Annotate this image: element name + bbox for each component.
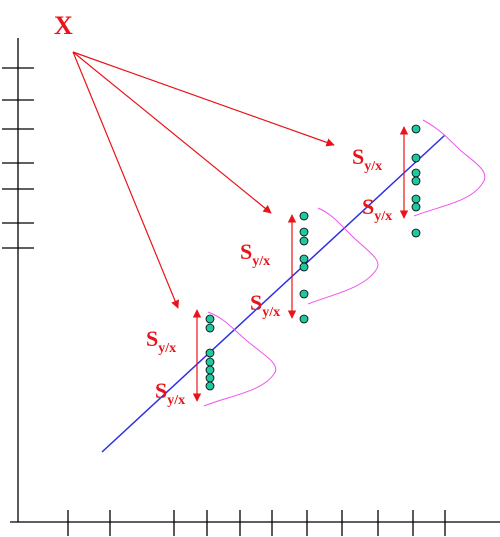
data-point (205, 314, 215, 324)
s-label: Sy/x (352, 144, 382, 174)
y-axis-ticks (2, 67, 34, 249)
x-arrow-1 (72, 51, 180, 309)
data-point (205, 348, 215, 358)
s-labels: Sy/x Sy/x Sy/x Sy/x Sy/x Sy/x (146, 144, 392, 408)
data-point (299, 262, 309, 272)
s-label: Sy/x (250, 290, 280, 320)
data-point (205, 323, 215, 333)
s-label: Sy/x (146, 326, 176, 356)
spread-arrows (192, 126, 409, 402)
data-point (205, 381, 215, 391)
data-point (299, 254, 309, 264)
regression-line (101, 134, 446, 453)
point-group-2 (299, 211, 309, 324)
distribution-curve-1 (203, 311, 277, 407)
data-point (299, 289, 309, 299)
data-point (205, 373, 215, 383)
data-point (411, 194, 421, 204)
data-point (411, 176, 421, 186)
distribution-curves (203, 119, 486, 407)
x-label: X (54, 11, 73, 40)
s-label: Sy/x (362, 194, 392, 224)
s-label: Sy/x (240, 239, 270, 269)
point-group-3 (411, 124, 421, 238)
data-point (411, 168, 421, 178)
x-arrow-3 (72, 51, 335, 147)
x-axis-ticks (67, 510, 446, 536)
distribution-curve-3 (413, 119, 486, 217)
data-point (411, 153, 421, 163)
data-point (205, 357, 215, 367)
x-arrow-2 (72, 51, 272, 214)
data-point (411, 202, 421, 212)
data-point (299, 236, 309, 246)
data-point (299, 211, 309, 221)
data-point (299, 227, 309, 237)
axes (2, 38, 500, 536)
x-arrows (72, 51, 335, 309)
data-point (205, 365, 215, 375)
data-points (205, 124, 421, 391)
s-label: Sy/x (155, 378, 185, 408)
point-group-1 (205, 314, 215, 391)
data-point (411, 124, 421, 134)
data-point (411, 228, 421, 238)
distribution-curve-2 (307, 207, 379, 305)
data-point (299, 314, 309, 324)
